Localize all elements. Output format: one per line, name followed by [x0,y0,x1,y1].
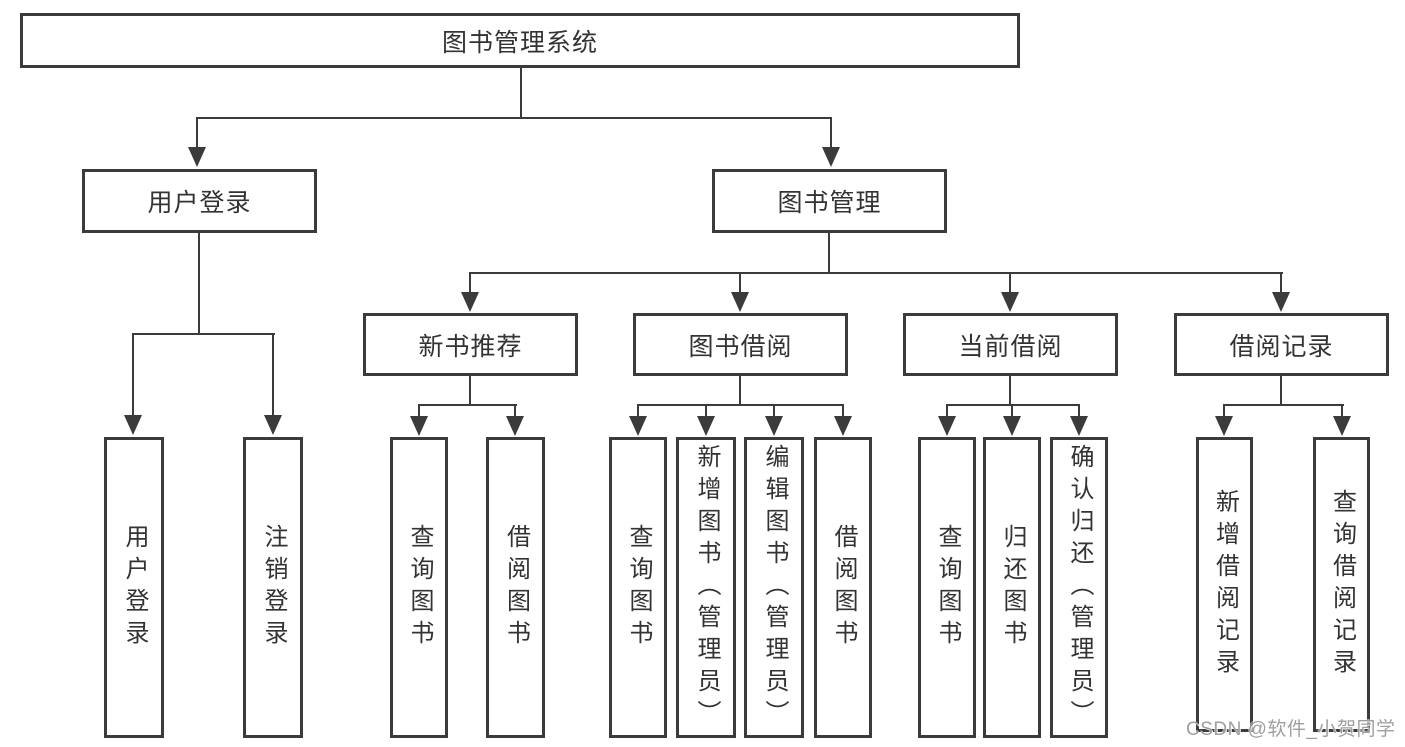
connector-line [739,273,741,294]
connector-line [946,404,1080,406]
connector-line [1280,376,1282,406]
connector-line [520,68,522,118]
connector-line [946,405,948,417]
node-book-borrowing: 图书借阅 [633,313,848,376]
connector-line [132,334,134,416]
leaf-query-books-recommend: 查询图书 [390,437,448,738]
connector-line [1078,405,1080,417]
leaf-user-login: 用户登录 [104,437,164,738]
node-book-management: 图书管理 [712,169,947,233]
connector-line [773,405,775,417]
csdn-watermark: CSDN @软件_小贺同学 [1186,719,1396,740]
leaf-logout: 注销登录 [243,437,303,738]
arrow-down-icon [1070,416,1088,436]
connector-line [1223,405,1225,417]
connector-line [272,334,274,416]
connector-line [637,405,639,417]
arrow-down-icon [124,415,142,435]
arrow-down-icon [1001,292,1019,312]
connector-line [842,405,844,417]
node-user-login: 用户登录 [82,169,317,233]
leaf-add-books-admin: 新增图书（管理员） [676,437,736,738]
node-library-management-system: 图书管理系统 [20,13,1020,68]
connector-line [469,376,471,406]
connector-line [828,233,830,273]
connector-line [196,117,832,119]
leaf-borrow-books-recommend: 借阅图书 [486,437,545,738]
connector-line [1011,405,1013,417]
arrow-down-icon [1003,416,1021,436]
leaf-borrow-books: 借阅图书 [814,437,872,738]
arrow-down-icon [461,292,479,312]
leaf-query-borrow-record: 查询借阅记录 [1313,437,1370,732]
arrow-down-icon [822,147,840,167]
arrow-down-icon [506,416,524,436]
connector-line [637,404,844,406]
leaf-edit-books-admin: 编辑图书（管理员） [744,437,804,738]
node-current-borrowing: 当前借阅 [903,313,1118,376]
leaf-add-borrow-record: 新增借阅记录 [1196,437,1253,732]
leaf-return-books: 归还图书 [983,437,1041,738]
connector-line [514,405,516,417]
arrow-down-icon [264,415,282,435]
leaf-confirm-return-admin: 确认归还（管理员） [1050,437,1108,738]
arrow-down-icon [731,292,749,312]
connector-line [739,376,741,406]
connector-line [830,118,832,149]
connector-line [1341,405,1343,417]
arrow-down-icon [765,416,783,436]
connector-line [196,118,198,149]
arrow-down-icon [188,147,206,167]
leaf-query-books-current: 查询图书 [918,437,976,738]
arrow-down-icon [410,416,428,436]
connector-line [1280,273,1282,294]
leaf-query-books-borrow: 查询图书 [609,437,667,738]
connector-line [1009,273,1011,294]
arrow-down-icon [938,416,956,436]
connector-line [1009,376,1011,406]
connector-line [198,233,200,334]
arrow-down-icon [629,416,647,436]
arrow-down-icon [1333,416,1351,436]
arrow-down-icon [697,416,715,436]
connector-line [1223,404,1344,406]
connector-line [469,272,1283,274]
node-new-book-recommendation: 新书推荐 [363,313,578,376]
arrow-down-icon [1272,292,1290,312]
connector-line [418,405,420,417]
connector-line [469,273,471,294]
arrow-down-icon [834,416,852,436]
connector-line [418,404,517,406]
connector-line [132,333,275,335]
connector-line [705,405,707,417]
node-borrowing-records: 借阅记录 [1174,313,1389,376]
arrow-down-icon [1215,416,1233,436]
